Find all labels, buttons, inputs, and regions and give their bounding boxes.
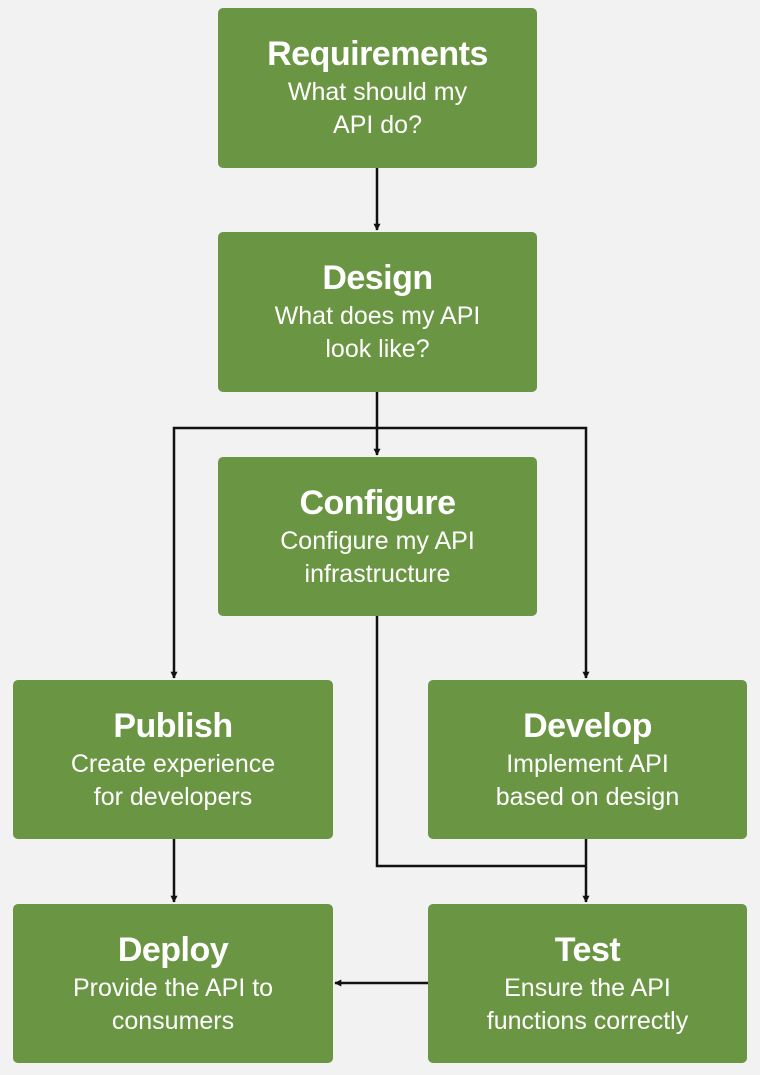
- node-publish: Publish Create experience for developers: [13, 680, 333, 839]
- node-configure-title: Configure: [299, 483, 456, 522]
- node-test: Test Ensure the API functions correctly: [428, 904, 747, 1063]
- node-develop-title: Develop: [523, 706, 652, 745]
- node-requirements-subtitle: What should my API do?: [287, 78, 468, 139]
- arrow-design-to-publish: [170, 426, 377, 679]
- node-test-subtitle: Ensure the API functions correctly: [486, 973, 689, 1035]
- node-deploy: Deploy Provide the API to consumers: [13, 904, 333, 1063]
- node-requirements: Requirements What should my API do?: [218, 8, 537, 168]
- node-deploy-subtitle: Provide the API to consumers: [72, 973, 274, 1035]
- node-design-subtitle: What does my API look like?: [274, 302, 481, 363]
- node-configure-subtitle: Configure my API infrastructure: [280, 526, 475, 588]
- node-design-title: Design: [322, 259, 433, 297]
- node-develop-subtitle: Implement API based on design: [495, 749, 680, 811]
- connector-configure-to-test: [375, 616, 586, 868]
- node-test-title: Test: [554, 930, 621, 969]
- node-configure: Configure Configure my API infrastructur…: [218, 457, 537, 616]
- node-requirements-title: Requirements: [267, 35, 488, 73]
- node-develop: Develop Implement API based on design: [428, 680, 747, 839]
- arrow-design-to-develop: [377, 426, 590, 679]
- node-deploy-title: Deploy: [117, 930, 229, 969]
- node-design: Design What does my API look like?: [218, 232, 537, 392]
- node-publish-subtitle: Create experience for developers: [70, 749, 276, 811]
- node-publish-title: Publish: [113, 706, 233, 745]
